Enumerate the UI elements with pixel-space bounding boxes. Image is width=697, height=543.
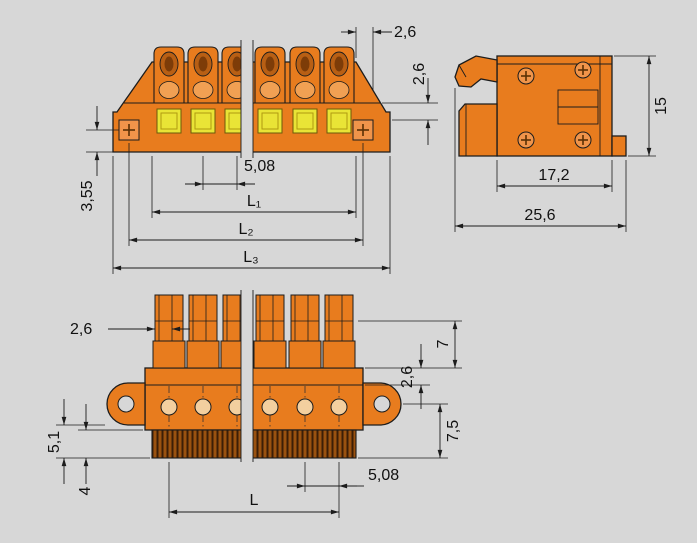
dim-label: 5,08: [368, 467, 399, 484]
dim-label: 7,5: [445, 420, 462, 442]
break-symbol: [240, 290, 254, 462]
dim-label: 5,08: [244, 158, 275, 175]
push-button: [257, 108, 283, 134]
push-button: [190, 108, 216, 134]
push-button: [156, 108, 182, 134]
dim-edge: 3,55: [79, 106, 119, 212]
dim-seat-height: 2,6: [382, 63, 438, 145]
dim-label: 4: [77, 486, 94, 495]
screw: [574, 61, 592, 79]
dim-collar: 2,6: [365, 344, 430, 409]
dim-label: L₁: [247, 193, 261, 210]
dim-l2: L₂: [128, 143, 364, 246]
dim-flange-offset: 2,6: [341, 24, 416, 90]
side-view: 15 17,2 25,6: [454, 55, 670, 232]
flange-hole-right: [373, 395, 391, 413]
dim-wall: 2,6: [70, 321, 190, 338]
dim-label: 17,2: [538, 167, 569, 184]
flange-screw: [352, 119, 374, 141]
terminal: [187, 46, 219, 104]
dim-label: 3,55: [79, 180, 96, 211]
front-view: 2,6 2,6 5,08 3,55 L₁: [79, 24, 438, 274]
dim-label: 2,6: [394, 24, 416, 41]
dim-total-depth: 25,6: [454, 88, 627, 232]
terminal: [153, 46, 185, 104]
dim-label: 15: [653, 97, 670, 115]
flange-screw: [118, 119, 140, 141]
dim-l1: L₁: [151, 156, 357, 218]
lever-detail-line: [458, 64, 467, 78]
dim-label: 5,1: [46, 431, 63, 453]
screw: [517, 67, 535, 85]
dim-height: 15: [614, 55, 670, 157]
dim-label: L₃: [243, 249, 258, 266]
dim-depth: 17,2: [496, 160, 613, 192]
dim-pitch: 5,08: [185, 156, 275, 190]
screw: [574, 131, 592, 149]
terminal: [323, 46, 355, 104]
break-symbol: [240, 40, 254, 158]
connector-base-body: [144, 367, 364, 431]
dim-label: 25,6: [524, 207, 555, 224]
dim-label: L₂: [238, 221, 253, 238]
dim-length: L: [168, 462, 339, 518]
dim-label: L: [250, 492, 259, 509]
terminal: [288, 294, 322, 369]
dim-lower: 7,5: [358, 403, 462, 459]
bottom-view: 2,6 7 2,6 7,5 5,1: [46, 290, 462, 518]
connector-body-side: [496, 55, 613, 157]
push-button: [326, 108, 352, 134]
dim-base: 4: [77, 404, 143, 495]
dim-l3: L₃: [112, 156, 391, 274]
dim-label: 2,6: [399, 366, 416, 388]
terminal: [152, 294, 186, 369]
dim-upper: 7: [358, 320, 462, 369]
strain-relief-step: [611, 135, 627, 157]
screw: [517, 131, 535, 149]
terminal: [322, 294, 356, 369]
terminal: [253, 294, 287, 369]
dim-label: 2,6: [70, 321, 92, 338]
terminal: [254, 46, 286, 104]
locking-lever: [454, 55, 498, 88]
terminal-row: [152, 294, 356, 369]
hatched-base: [151, 429, 357, 459]
terminal: [289, 46, 321, 104]
terminal: [186, 294, 220, 369]
dim-label: 2,6: [411, 63, 428, 85]
dim-foot: 5,1: [46, 399, 150, 484]
dim-label: 7: [435, 339, 452, 348]
dim-pitch: 5,08: [287, 462, 399, 518]
push-button: [292, 108, 318, 134]
flange-hole-left: [117, 395, 135, 413]
mounting-foot: [458, 103, 498, 157]
